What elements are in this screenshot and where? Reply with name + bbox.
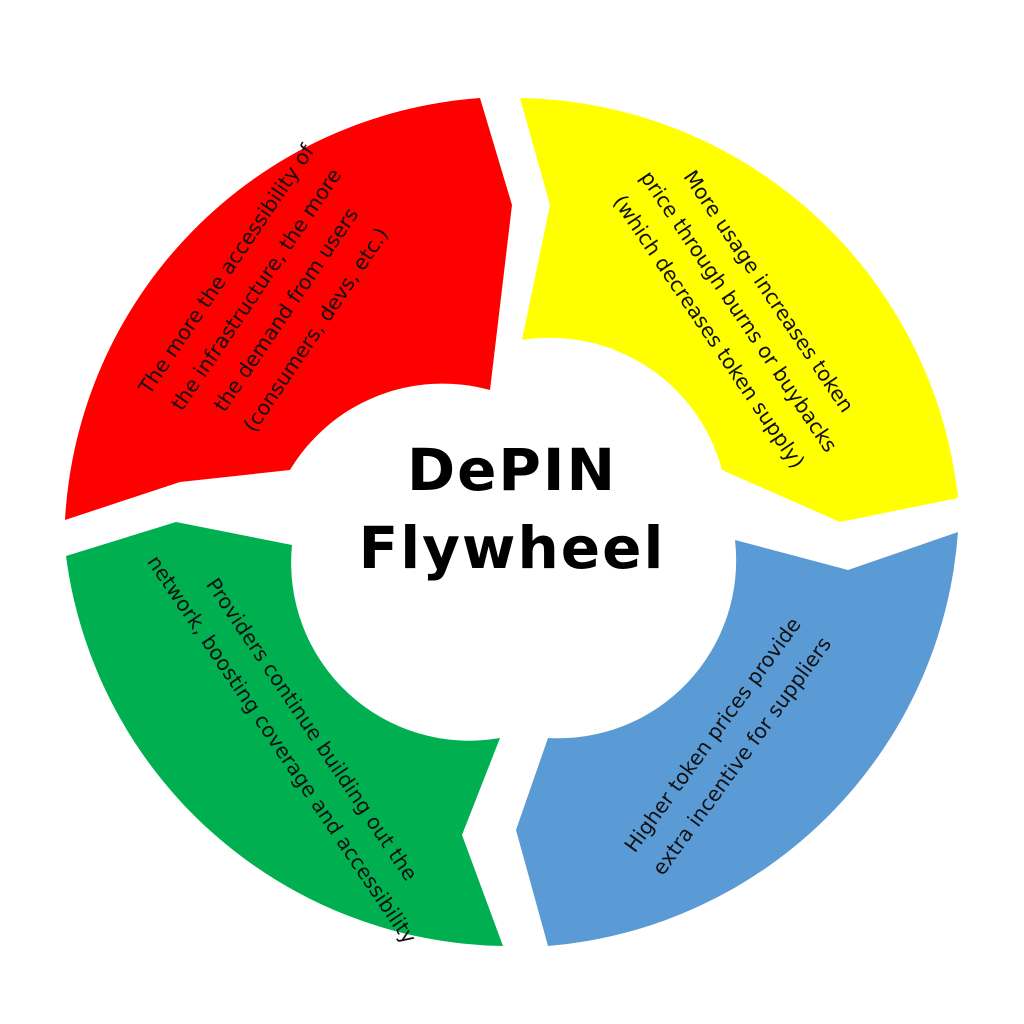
- segment-red: [65, 98, 512, 520]
- segment-yellow: [520, 98, 958, 522]
- segment-blue: [516, 532, 958, 946]
- center-title-line-2: Flywheel: [359, 514, 666, 582]
- center-title-line-1: DePIN: [407, 436, 617, 504]
- segment-green: [66, 522, 503, 946]
